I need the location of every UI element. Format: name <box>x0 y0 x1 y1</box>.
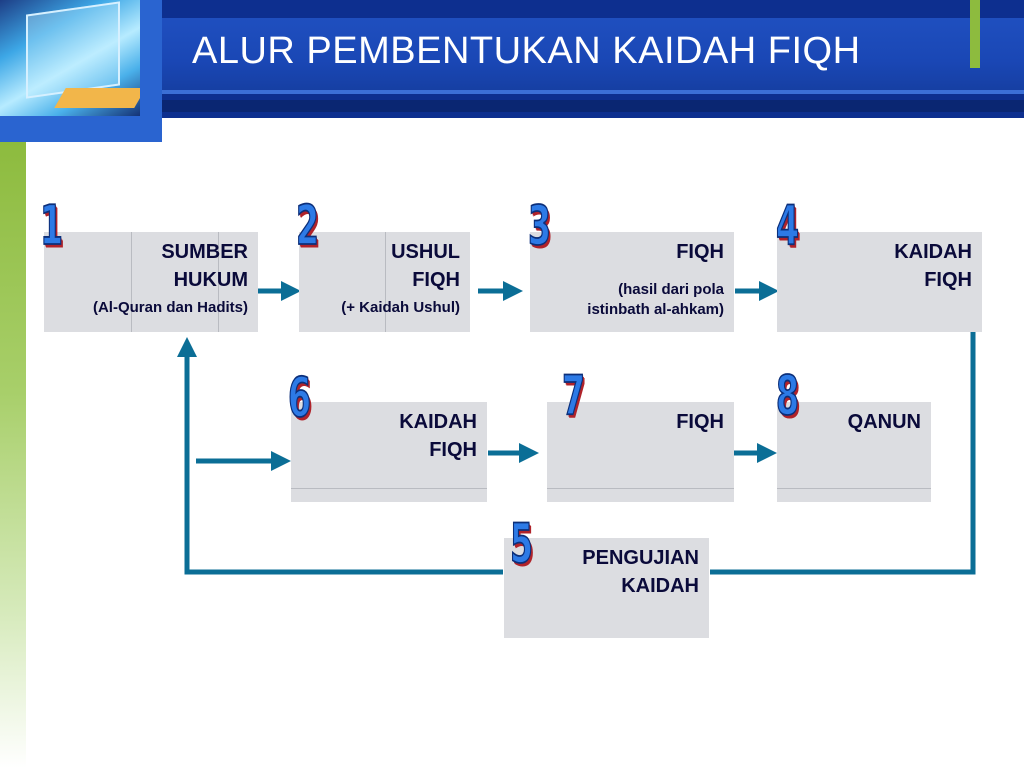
box-divider <box>385 232 386 332</box>
header-green-accent <box>970 0 980 68</box>
step-box-2: USHUL FIQH (+ Kaidah Ushul) <box>299 232 470 332</box>
header-title-band <box>162 18 1024 90</box>
step-7-title: FIQH <box>676 411 724 433</box>
computer-screen-image <box>0 0 140 116</box>
step-6-title: KAIDAH FIQH <box>399 411 477 461</box>
step-2-title: USHUL FIQH <box>391 241 460 291</box>
step-number-3: 3 <box>527 193 552 257</box>
connector-5-to-1 <box>177 337 503 575</box>
step-box-7: FIQH <box>547 402 734 502</box>
page-title: ALUR PEMBENTUKAN KAIDAH FIQH <box>192 30 861 72</box>
connector-4-to-5 <box>710 332 976 575</box>
step-2-subtitle: (+ Kaidah Ushul) <box>341 299 460 316</box>
step-box-6: KAIDAH FIQH <box>291 402 487 502</box>
box-divider <box>547 488 734 489</box>
step-3-title: FIQH <box>676 241 724 263</box>
step-number-7: 7 <box>561 363 586 427</box>
box-divider <box>218 232 219 332</box>
step-box-3: FIQH (hasil dari pola istinbath al-ahkam… <box>530 232 734 332</box>
step-1-title: SUMBER HUKUM <box>161 241 248 291</box>
step-8-title: QANUN <box>847 411 921 433</box>
step-number-2: 2 <box>295 193 320 257</box>
step-4-title: KAIDAH FIQH <box>894 241 972 291</box>
step-1-subtitle: (Al-Quran dan Hadits) <box>92 299 248 316</box>
step-number-4: 4 <box>775 193 800 257</box>
step-number-1: 1 <box>39 193 64 257</box>
step-box-4: KAIDAH FIQH <box>777 232 982 332</box>
box-divider <box>131 232 132 332</box>
box-divider <box>777 488 931 489</box>
box-divider <box>291 488 487 489</box>
header-divider-light <box>162 90 1024 94</box>
step-box-1: SUMBER HUKUM (Al-Quran dan Hadits) <box>44 232 258 332</box>
step-3-subtitle: (hasil dari pola istinbath al-ahkam) <box>587 281 724 318</box>
step-number-5: 5 <box>509 511 534 575</box>
step-number-6: 6 <box>287 365 312 429</box>
step-box-8: QANUN <box>777 402 931 502</box>
step-box-5: PENGUJIAN KAIDAH <box>504 538 709 638</box>
left-green-sidebar <box>0 142 26 768</box>
step-number-8: 8 <box>775 363 800 427</box>
header-divider-dark <box>162 100 1024 112</box>
step-5-title: PENGUJIAN KAIDAH <box>582 547 699 597</box>
